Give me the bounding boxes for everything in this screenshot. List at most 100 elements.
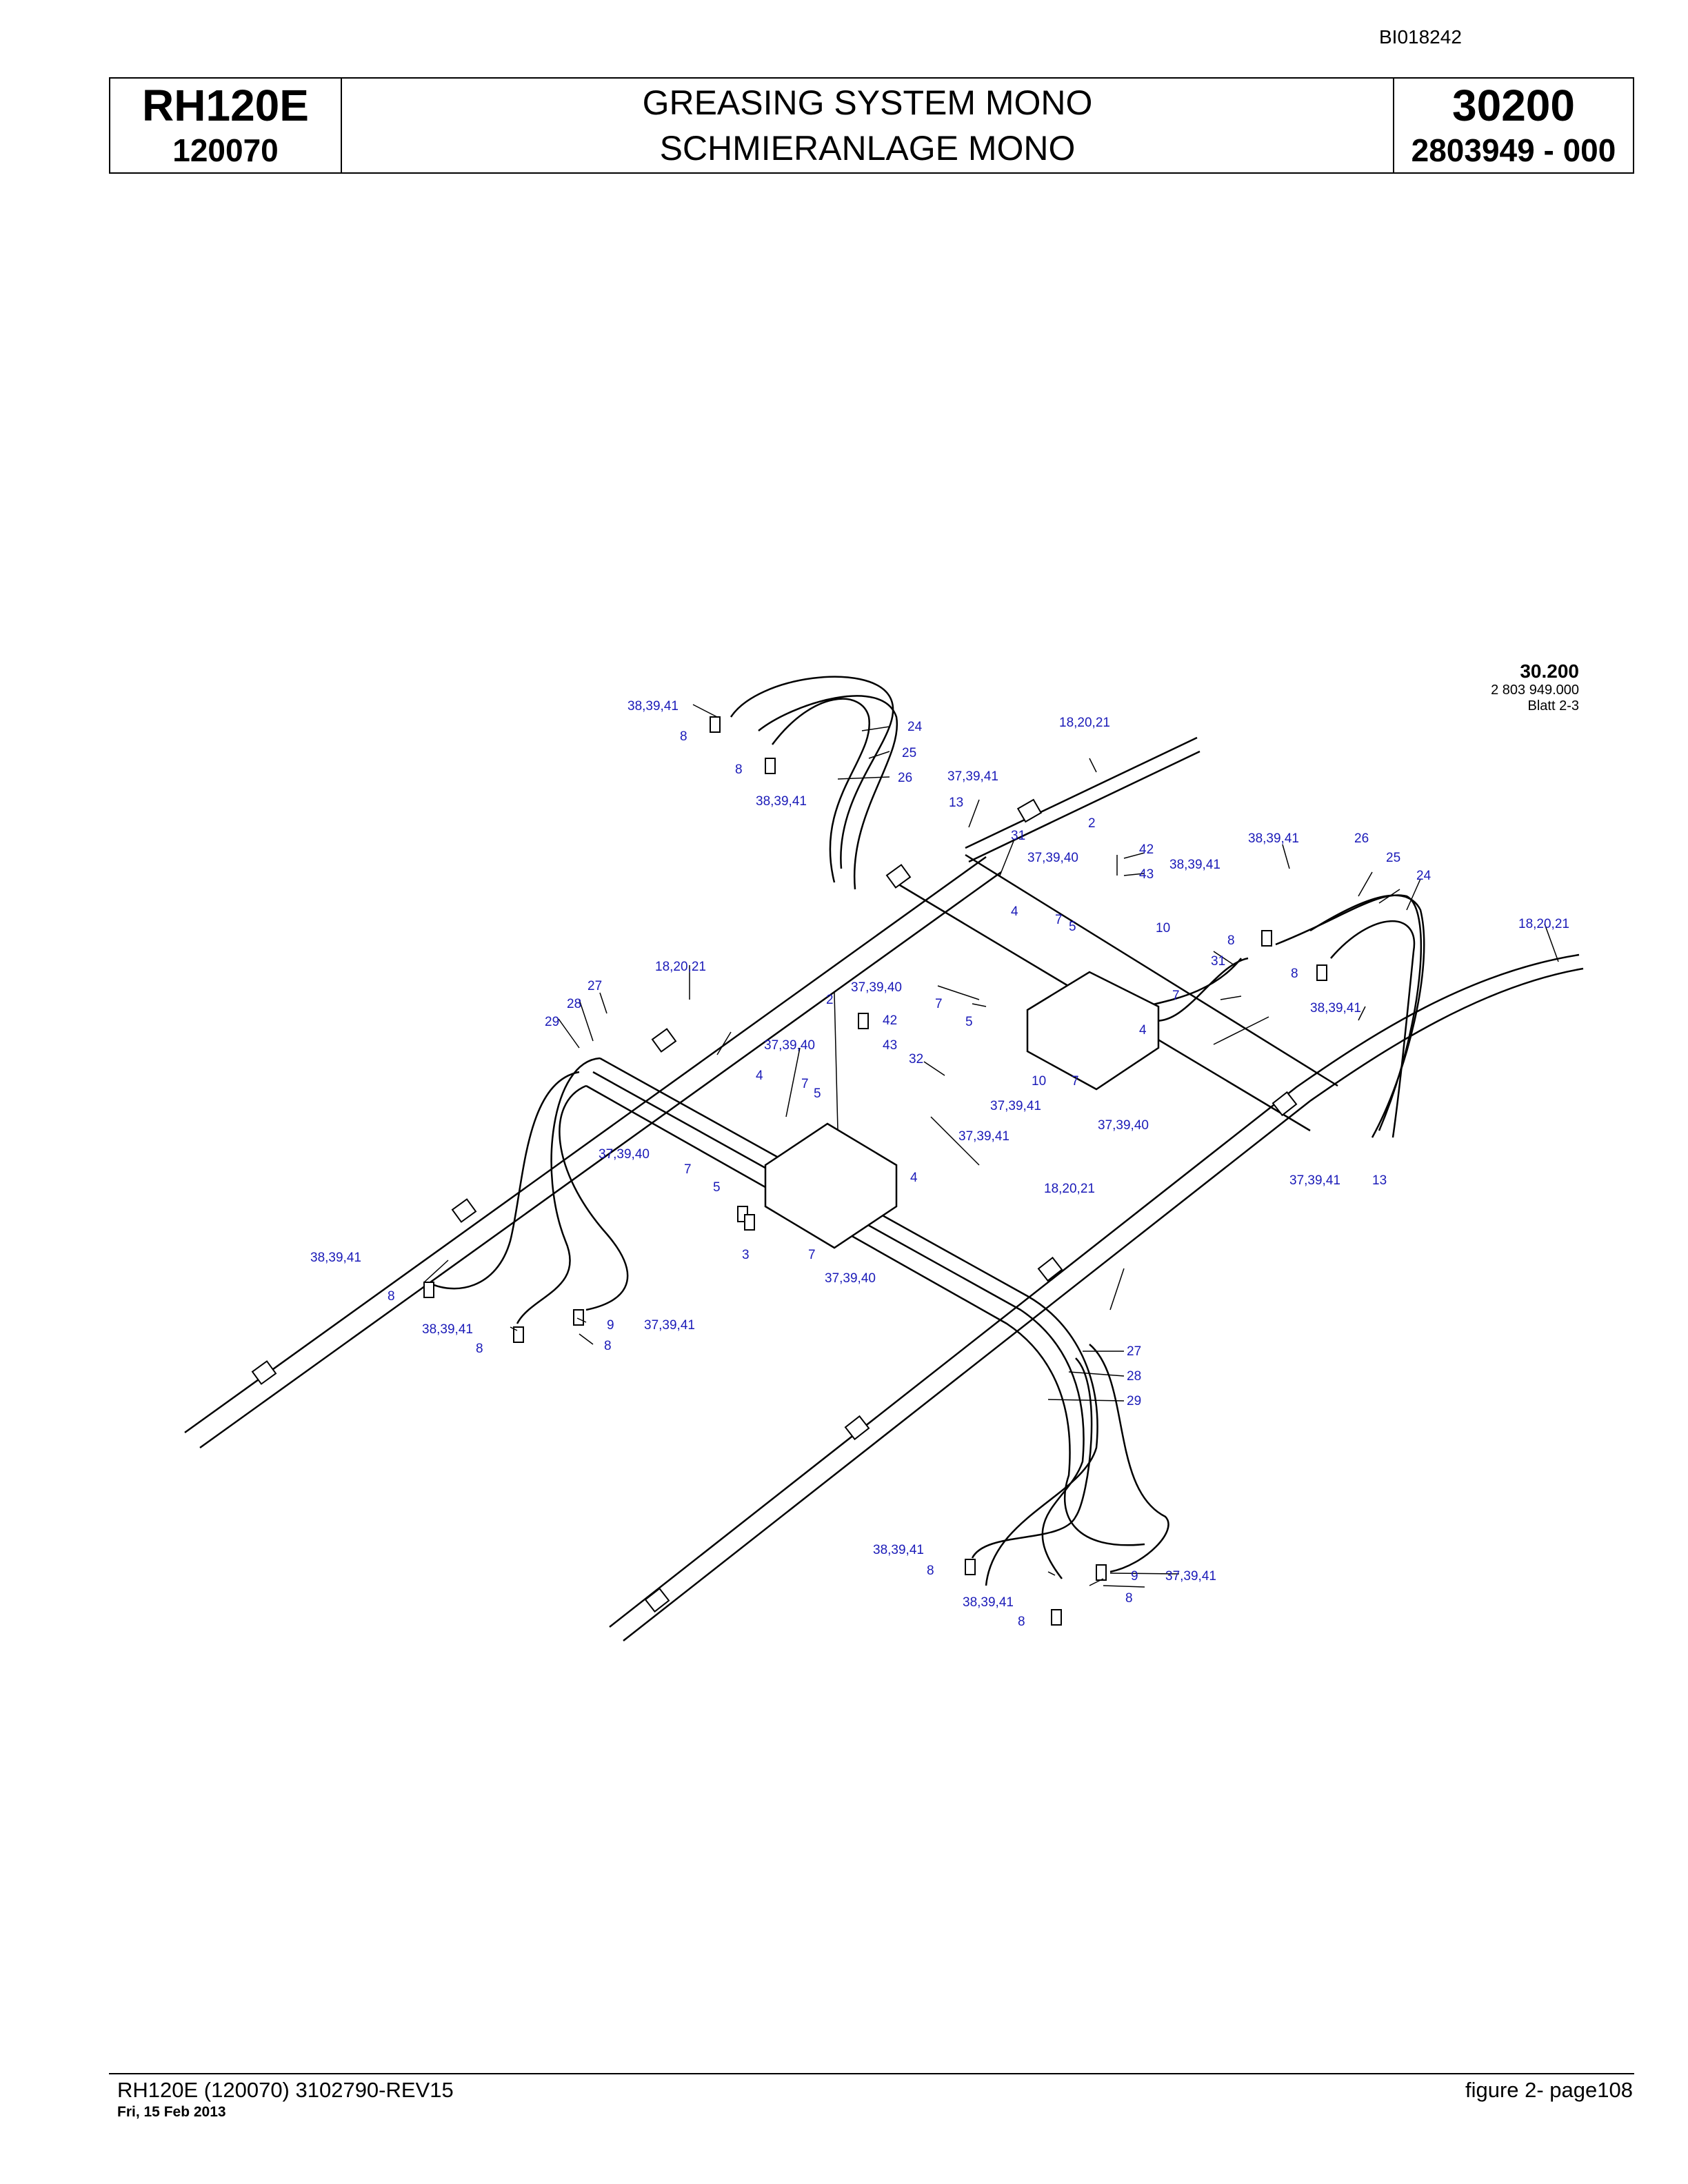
main-line-left <box>184 856 987 1434</box>
grease-nipple <box>1051 1609 1062 1626</box>
document-id: BI018242 <box>1379 26 1462 48</box>
callout: 24 <box>1416 869 1431 883</box>
callout: 27 <box>1127 1344 1141 1359</box>
callout: 37,39,40 <box>825 1271 876 1286</box>
callout: 13 <box>949 796 963 810</box>
callout: 43 <box>883 1038 897 1053</box>
callout: 37,39,41 <box>990 1099 1041 1113</box>
callout: 38,39,41 <box>1310 1001 1361 1015</box>
leader-lines <box>423 704 1559 1588</box>
callout: 25 <box>902 746 916 760</box>
callout: 8 <box>1125 1591 1133 1606</box>
clamp <box>844 1415 870 1441</box>
callout: 25 <box>1386 851 1400 865</box>
footer-page: figure 2- page108 <box>1465 2078 1633 2102</box>
callout: 7 <box>801 1077 809 1091</box>
callout: 37,39,41 <box>958 1129 1009 1144</box>
callout: 10 <box>1156 921 1170 936</box>
grease-nipple <box>765 758 776 774</box>
grease-nipples <box>423 716 1327 1626</box>
callout: 7 <box>1072 1074 1079 1089</box>
grease-hose-lower <box>1089 1344 1169 1573</box>
main-line-upper <box>968 750 1200 863</box>
grease-nipple <box>1316 964 1327 981</box>
callout: 4 <box>756 1069 763 1083</box>
callout: 8 <box>604 1339 612 1353</box>
callout: 43 <box>1139 867 1154 882</box>
model-name: RH120E <box>142 81 309 130</box>
grease-hose-upper <box>730 676 894 869</box>
callout: 38,39,41 <box>1248 831 1299 846</box>
callout: 7 <box>1172 989 1180 1003</box>
callout-labels: 38,39,41 8 8 38,39,41 24 25 26 18,20,21 … <box>310 699 1569 1629</box>
figure-sheet: Blatt 2-3 <box>1527 698 1579 714</box>
callout: 4 <box>1011 904 1018 919</box>
clamp <box>644 1587 670 1613</box>
callout: 42 <box>1139 842 1154 857</box>
title-german: SCHMIERANLAGE MONO <box>659 129 1076 168</box>
clamp <box>1272 1091 1298 1117</box>
callout: 27 <box>587 979 602 993</box>
grease-hose-left <box>516 1057 601 1324</box>
clamp <box>251 1360 277 1385</box>
cross-line <box>965 853 1338 1087</box>
grease-nipple <box>744 1214 755 1231</box>
callout: 38,39,41 <box>963 1595 1014 1610</box>
section-number: 30200 <box>1452 81 1575 130</box>
callout: 8 <box>388 1289 395 1304</box>
callout: 31 <box>1011 829 1025 843</box>
grease-hose-upper <box>772 698 871 883</box>
grease-hose-left <box>559 1084 629 1311</box>
main-line-right <box>609 953 1580 1628</box>
grease-hose-lower <box>971 1357 1093 1559</box>
section-cell: 30200 2803949 - 000 <box>1394 79 1633 172</box>
callout: 7 <box>808 1248 816 1262</box>
callout: 37,39,40 <box>1098 1118 1149 1133</box>
callout: 5 <box>814 1086 821 1101</box>
callout: 2 <box>826 993 834 1007</box>
callout: 9 <box>1131 1569 1138 1584</box>
clamp <box>451 1198 477 1223</box>
footer-rule <box>109 2073 1634 2074</box>
clamps <box>251 798 1298 1613</box>
footer-left: RH120E (120070) 3102790-REV15 Fri, 15 Fe… <box>117 2078 454 2121</box>
callout: 8 <box>1018 1615 1025 1629</box>
callout: 29 <box>545 1015 559 1029</box>
clamp <box>885 864 912 889</box>
callout: 8 <box>1227 933 1235 948</box>
title-english: GREASING SYSTEM MONO <box>642 83 1093 122</box>
callout: 37,39,40 <box>764 1038 815 1053</box>
callout: 8 <box>1291 967 1298 981</box>
title-cell: GREASING SYSTEM MONO SCHMIERANLAGE MONO <box>342 79 1394 172</box>
callout: 37,39,40 <box>851 980 902 995</box>
callout: 37,39,41 <box>1289 1173 1340 1188</box>
grease-hose-right <box>1309 894 1425 1138</box>
grease-nipple <box>1261 930 1272 947</box>
callout: 24 <box>907 720 923 734</box>
callout: 29 <box>1127 1394 1141 1408</box>
grease-hose-right <box>1151 957 1249 1022</box>
grease-nipple <box>1096 1564 1107 1581</box>
cross-line <box>592 1071 1085 1579</box>
callout: 10 <box>1032 1074 1046 1089</box>
callout: 9 <box>607 1318 614 1333</box>
callout: 5 <box>1069 920 1076 934</box>
distributor-block-right <box>1026 971 1160 1091</box>
footer-reference: RH120E (120070) 3102790-REV15 <box>117 2078 454 2102</box>
grease-nipple <box>573 1309 584 1326</box>
callout: 38,39,41 <box>422 1322 473 1337</box>
grease-nipple <box>513 1326 524 1343</box>
grease-hose-upper <box>758 695 898 890</box>
figure-code: 30.200 <box>1520 660 1579 682</box>
main-line-right <box>623 967 1584 1641</box>
callout: 8 <box>476 1342 483 1356</box>
callout: 18,20,21 <box>1044 1182 1095 1196</box>
clamp <box>1037 1256 1063 1282</box>
callout: 42 <box>883 1013 897 1028</box>
model-number: 120070 <box>172 132 279 168</box>
callout: 8 <box>680 729 687 744</box>
callout: 5 <box>965 1015 973 1029</box>
leader-line <box>423 704 1559 1588</box>
callout: 7 <box>684 1162 692 1177</box>
